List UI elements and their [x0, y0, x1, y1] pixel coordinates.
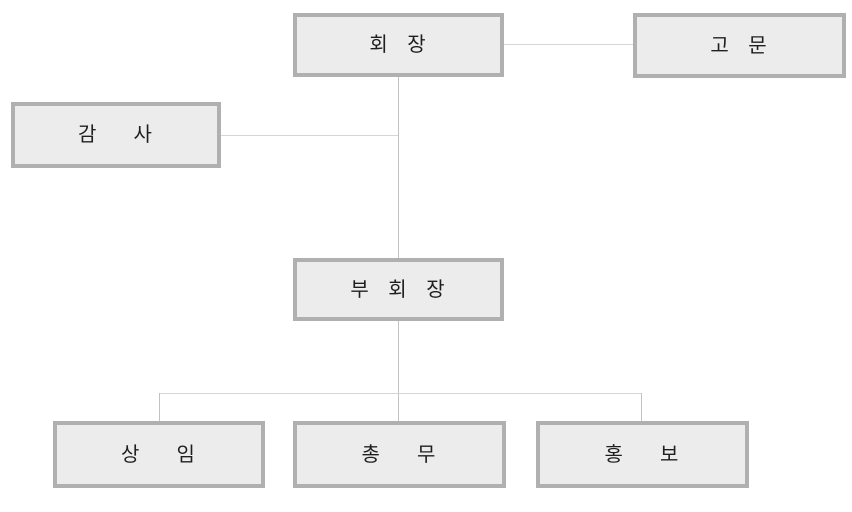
org-node-standing-committee-label: 상 임 [121, 443, 197, 466]
org-node-auditor-label: 감 사 [78, 124, 154, 146]
connector-branch-standing-committee [159, 393, 160, 421]
org-node-chairman: 회 장 [293, 13, 504, 77]
connector-chairman-advisor [504, 44, 633, 45]
connector-vice-chairman-trunk [398, 320, 399, 421]
connector-bottom-branch [159, 393, 642, 394]
org-node-general-affairs-label: 총 무 [361, 443, 438, 466]
org-node-vice-chairman-label: 부 회 장 [350, 278, 447, 301]
org-node-standing-committee: 상 임 [53, 421, 265, 488]
connector-auditor-trunk [221, 135, 398, 136]
org-node-public-relations: 홍 보 [536, 421, 749, 488]
org-node-auditor: 감 사 [11, 102, 221, 168]
org-node-general-affairs: 총 무 [293, 421, 506, 488]
connector-branch-public-relations [641, 393, 642, 421]
org-node-advisor: 고 문 [633, 13, 846, 78]
org-node-vice-chairman: 부 회 장 [293, 258, 504, 321]
connector-chairman-vice-chairman [398, 77, 399, 258]
org-node-advisor-label: 고 문 [710, 34, 769, 57]
org-node-chairman-label: 회 장 [369, 34, 428, 56]
org-node-public-relations-label: 홍 보 [604, 443, 681, 466]
